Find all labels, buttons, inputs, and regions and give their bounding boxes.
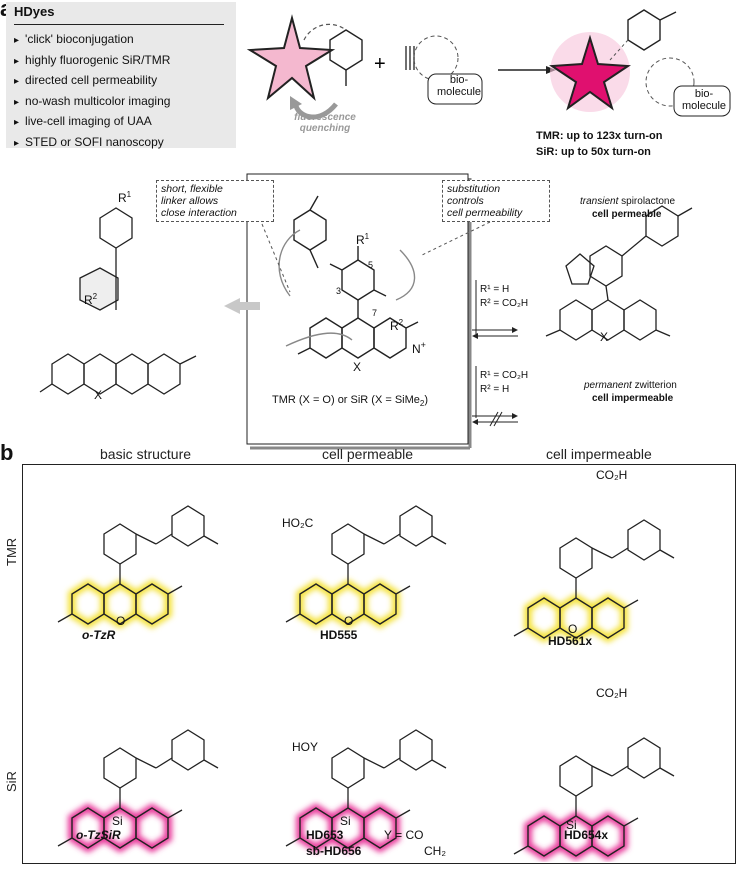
- position-3-label: 3: [336, 286, 342, 296]
- column-head-permeable: cell permeable: [322, 446, 414, 462]
- x-atom-label: X: [353, 360, 362, 374]
- spirolactone-title: transient spirolactone: [580, 196, 676, 207]
- column-head-basic: basic structure: [100, 446, 192, 462]
- spiro-x-label: X: [600, 330, 609, 344]
- xanthene-core: [293, 195, 419, 359]
- sir-turn-on-label: SiR: up to 50x turn-on: [536, 146, 651, 158]
- column-head-impermeable: cell impermeable: [546, 446, 652, 462]
- silicon-label: Si: [566, 818, 577, 832]
- structure-hd654x: [513, 737, 675, 856]
- condition-1-r2: R² = CO₂H: [480, 298, 529, 309]
- xanthene-o-label: O: [568, 622, 578, 636]
- conformation-arrow-icon: [224, 298, 240, 314]
- compound-name-o-tzsir: o-TzSiR: [76, 828, 121, 842]
- compound-name-hd654x: HD654x: [564, 828, 609, 842]
- structure-hd555: [285, 505, 447, 624]
- tetrazine-click-scheme: +: [246, 9, 731, 120]
- tmr-sir-definition: TMR (X = O) or SiR (X = SiMe2): [272, 394, 429, 409]
- silicon-label: Si: [340, 814, 351, 828]
- hdyes-item: directed cell permeability: [14, 71, 170, 92]
- folded-conformer: [39, 207, 197, 395]
- compound-name-hd561x: HD561x: [548, 634, 593, 648]
- condition-1-r1: R¹ = H: [480, 284, 510, 295]
- xanthene-o-label: O: [116, 614, 126, 628]
- biomolecule-label: bio- molecule: [681, 88, 727, 112]
- spirolactone-structure: [545, 205, 693, 341]
- pyridazine-ring: [627, 9, 661, 51]
- hdyes-item: STED or SOFI nanoscopy: [14, 133, 170, 154]
- compound-name-sb-hd656: sb-HD656: [306, 844, 362, 858]
- hoy-label: HOY: [292, 740, 319, 754]
- compound-name-hd555: HD555: [320, 628, 358, 642]
- ho2c-label: HO₂C: [282, 516, 314, 530]
- linker-callout: short, flexible linker allows close inte…: [156, 180, 274, 222]
- hdyes-item: live-cell imaging of UAA: [14, 112, 170, 133]
- biomolecule-box: [427, 73, 483, 105]
- left-r2-label: R2: [84, 292, 98, 307]
- structure-hd653: [285, 729, 447, 848]
- hdyes-item: highly fluorogenic SiR/TMR: [14, 51, 170, 72]
- left-x-label: X: [94, 388, 103, 402]
- r1-label: R1: [356, 232, 370, 247]
- hdyes-feature-list: 'click' bioconjugation highly fluorogeni…: [14, 30, 170, 154]
- hdyes-item: no-wash multicolor imaging: [14, 92, 170, 113]
- hdyes-divider: [14, 24, 224, 25]
- zwitterion-subtitle: cell impermeable: [592, 393, 674, 404]
- position-7-label: 7: [372, 308, 378, 318]
- tmr-turn-on-label: TMR: up to 123x turn-on: [536, 130, 663, 142]
- compound-name-o-tzr: o-TzR: [82, 628, 116, 642]
- co2h-label: CO₂H: [596, 686, 628, 700]
- xanthene-o-label: O: [344, 614, 354, 628]
- position-5-label: 5: [368, 260, 374, 270]
- structure-hd561x: [513, 519, 675, 638]
- hdyes-item: 'click' bioconjugation: [14, 30, 170, 51]
- hdyes-title: HDyes: [14, 4, 55, 19]
- condition-2-r2: R² = H: [480, 384, 510, 395]
- biomolecule-box: [673, 85, 731, 117]
- zwitterion-title: permanent zwitterion: [584, 380, 677, 391]
- structure-o-tzr: [57, 505, 219, 624]
- compound-name-hd653: HD653: [306, 828, 344, 842]
- fluorescence-quenching-label: fluorescence quenching: [294, 112, 356, 134]
- y-substituent-ch2: CH₂: [424, 844, 446, 858]
- left-r1-label: R1: [118, 190, 132, 205]
- plus-sign: +: [374, 53, 386, 75]
- dye-structure-grid: [57, 505, 675, 862]
- tetrazine-ring: [329, 29, 363, 71]
- spirolactone-subtitle: cell permeable: [592, 209, 662, 220]
- panel-b-frame: [22, 464, 736, 864]
- co2h-label: CO₂H: [596, 468, 628, 482]
- r2-label: R2: [390, 318, 404, 333]
- quenched-star-icon: [246, 14, 336, 101]
- condition-2-r1: R¹ = CO₂H: [480, 370, 529, 381]
- biomolecule-label: bio- molecule: [436, 74, 482, 98]
- silicon-label: Si: [112, 814, 123, 828]
- fluorescent-star-icon: [548, 34, 632, 111]
- row-head-tmr: TMR: [4, 537, 19, 566]
- structure-o-tzsir: [57, 729, 219, 848]
- y-substituent-co: Y = CO: [384, 828, 424, 842]
- central-mechanism-scheme: [39, 173, 693, 450]
- substitution-callout: substitution controls cell permeability: [442, 180, 550, 222]
- iminium-n-label: N+: [412, 340, 426, 356]
- row-head-sir: SiR: [4, 771, 19, 792]
- panel-b-letter: b: [0, 440, 14, 465]
